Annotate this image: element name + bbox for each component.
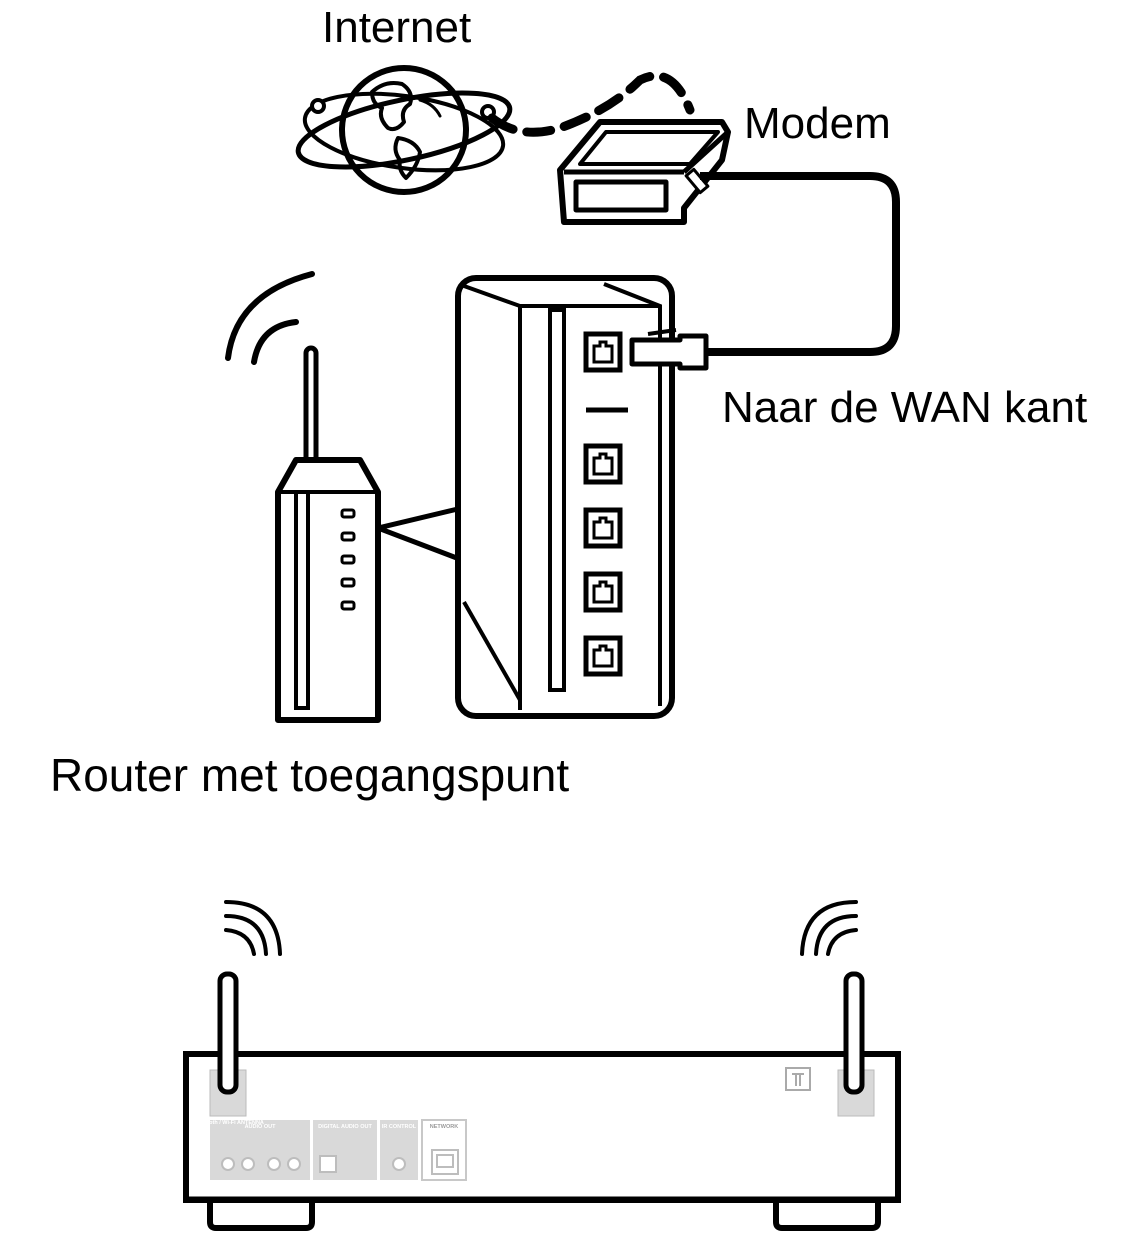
- router-icon: [275, 345, 381, 723]
- brand-logo-icon: [785, 1067, 811, 1091]
- lan-port: [583, 443, 623, 485]
- antenna-left: [217, 971, 239, 1095]
- wan-side-label: Naar de WAN kant: [722, 383, 1088, 432]
- wan-cable: [700, 172, 900, 356]
- internet-globe-icon: [295, 65, 513, 195]
- right-wifi-waves-icon: [800, 900, 858, 956]
- lan-port: [583, 507, 623, 549]
- router-label: Router met toegangspunt: [50, 749, 570, 801]
- left-wifi-waves-icon: [224, 900, 282, 956]
- ir-control-label: IR CONTROL: [382, 1124, 417, 1130]
- receiver-rear-panel: Bluetooth / Wi-Fi ANTENNA Bluetooth / Wi…: [183, 900, 901, 1231]
- ethernet-plug-icon: [629, 328, 709, 371]
- antenna-right: [843, 971, 865, 1095]
- router-port-closeup: [455, 275, 675, 719]
- wan-port: [583, 331, 623, 373]
- internet-label: Internet: [322, 3, 472, 52]
- modem-icon: [557, 119, 731, 225]
- router-wifi-waves-icon: [225, 271, 315, 365]
- lan-port: [583, 635, 623, 677]
- zoom-callout: [377, 505, 463, 563]
- antenna-right-label: Bluetooth / Wi-Fi ANTENNA: [820, 1120, 892, 1126]
- modem-label: Modem: [744, 99, 891, 148]
- dashed-internet-link: [487, 71, 695, 137]
- lan-port: [583, 571, 623, 613]
- digital-audio-out-label: DIGITAL AUDIO OUT: [318, 1124, 372, 1130]
- audio-out-label: AUDIO OUT: [245, 1124, 277, 1130]
- network-label: NETWORK: [430, 1124, 458, 1130]
- antenna-left-label: Bluetooth / Wi-Fi ANTENNA: [192, 1120, 264, 1126]
